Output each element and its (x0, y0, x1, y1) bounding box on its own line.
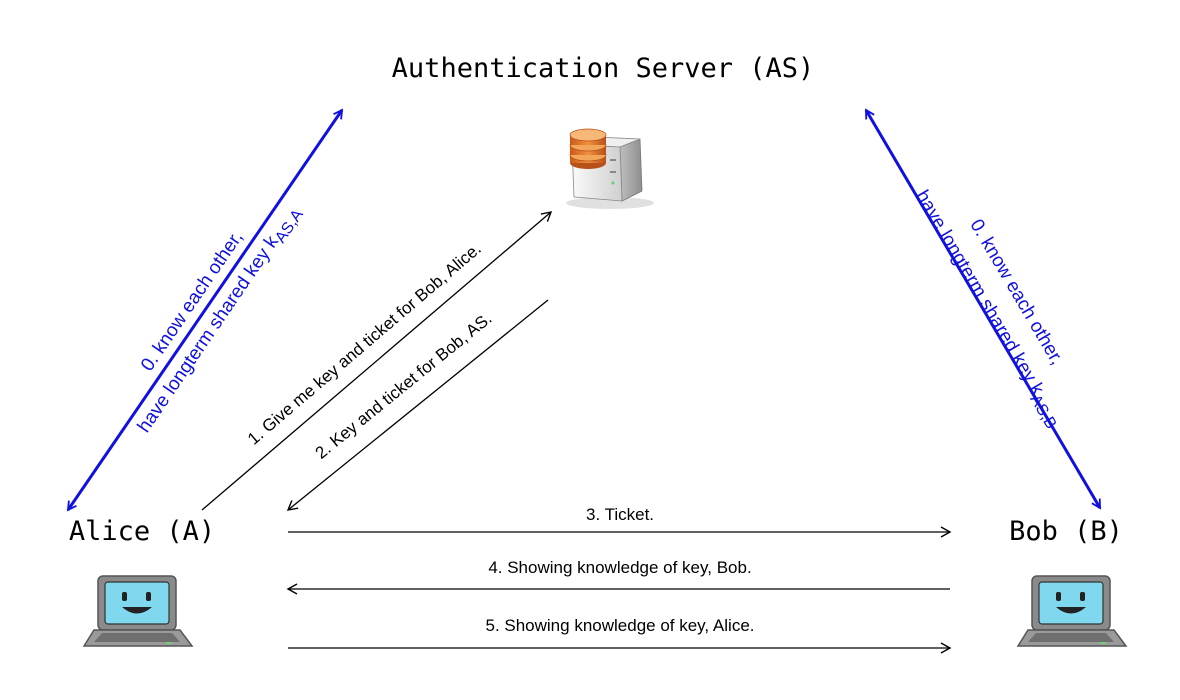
database-server-icon (566, 128, 654, 209)
message-1-arrow (201, 211, 553, 511)
alice-label: Alice (A) (69, 516, 215, 547)
alice-laptop-icon (82, 575, 194, 647)
bob-label: Bob (B) (1009, 516, 1123, 547)
message-2-arrow (286, 299, 549, 511)
bob-server-longterm-link (864, 110, 1102, 508)
server-label: Authentication Server (AS) (392, 53, 815, 84)
alice-server-longterm-link (66, 110, 344, 510)
right-note-subscript: AS,B (1026, 392, 1059, 432)
bob-laptop-icon (1016, 575, 1128, 647)
left-note-subscript: AS,A (272, 206, 307, 246)
message-2-label: 2. Key and ticket for Bob, AS. (312, 309, 496, 463)
message-5-label: 5. Showing knowledge of key, Alice. (485, 616, 754, 635)
message-4-label: 4. Showing knowledge of key, Bob. (488, 558, 751, 577)
message-3-label: 3. Ticket. (586, 505, 654, 524)
